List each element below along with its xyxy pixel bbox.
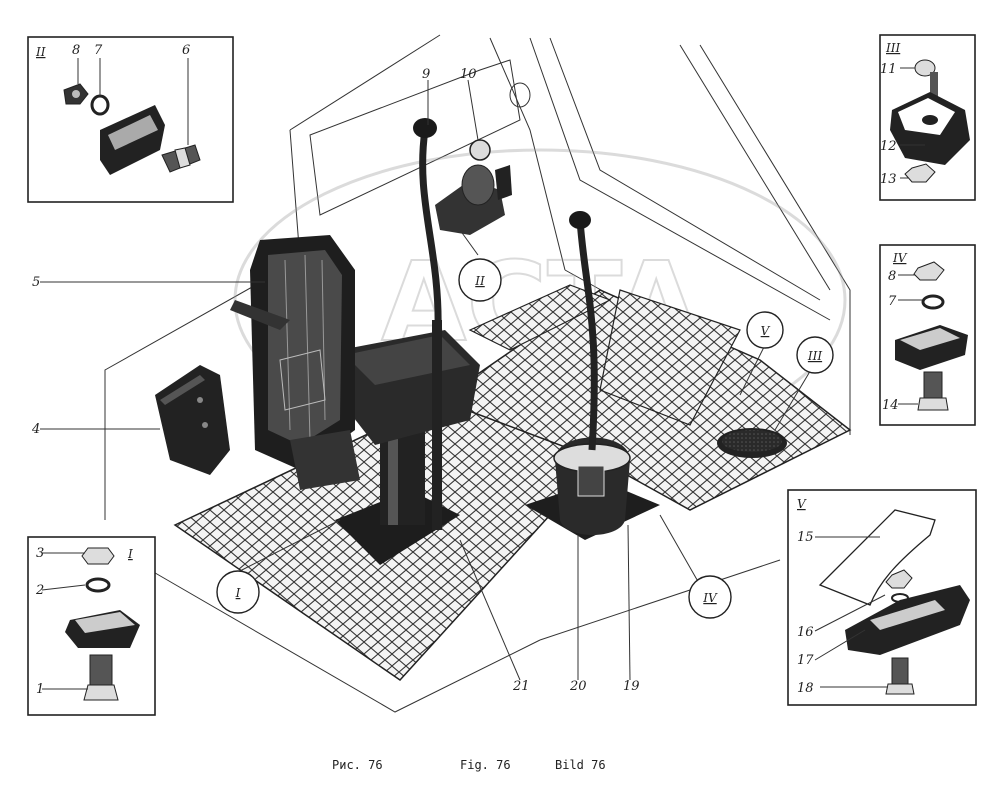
label-9: 9 bbox=[422, 67, 430, 82]
pedal-bracket bbox=[155, 365, 230, 475]
floor-mat-rear bbox=[468, 284, 741, 426]
callout-IV: IV bbox=[688, 575, 732, 619]
inset-V-label-16: 16 bbox=[797, 625, 814, 640]
callout-II: II bbox=[458, 258, 502, 302]
svg-text:IV: IV bbox=[892, 251, 908, 265]
caption-de: Bild 76 bbox=[555, 758, 606, 772]
svg-text:I: I bbox=[127, 547, 133, 561]
inset-V-label-18: 18 bbox=[797, 681, 814, 696]
inset-II-label-7: 7 bbox=[94, 43, 103, 58]
inset-III: III 11 12 13 bbox=[879, 34, 976, 201]
control-unit-10 bbox=[435, 139, 512, 235]
inset-III-label-12: 12 bbox=[880, 139, 897, 154]
inset-V-label-15: 15 bbox=[797, 530, 814, 545]
inset-I-label-1: 1 bbox=[36, 682, 44, 697]
inset-V: V 15 16 17 18 bbox=[787, 489, 977, 706]
label-21: 21 bbox=[512, 679, 530, 694]
inset-IV-label-7: 7 bbox=[888, 294, 897, 309]
inset-IV: IV 8 7 14 bbox=[879, 244, 976, 426]
svg-text:III: III bbox=[807, 349, 822, 363]
inset-IV-label-8: 8 bbox=[888, 269, 896, 284]
cab-outline bbox=[104, 34, 851, 713]
seat-assembly bbox=[230, 235, 480, 565]
svg-text:V: V bbox=[761, 324, 771, 338]
svg-text:I: I bbox=[235, 586, 241, 600]
inset-II-label-6: 6 bbox=[182, 43, 190, 58]
inset-V-label-17: 17 bbox=[797, 653, 814, 668]
label-5: 5 bbox=[32, 275, 40, 290]
svg-text:V: V bbox=[797, 497, 807, 511]
inset-II: II 8 7 6 bbox=[27, 36, 234, 203]
label-20: 20 bbox=[569, 679, 587, 694]
lever-9 bbox=[413, 118, 442, 530]
inset-I: I 3 2 1 bbox=[27, 536, 156, 716]
inset-IV-label-14: 14 bbox=[882, 398, 899, 413]
svg-text:IV: IV bbox=[702, 591, 718, 605]
caption-en: Fig. 76 bbox=[460, 758, 511, 772]
label-4: 4 bbox=[31, 422, 40, 437]
label-19: 19 bbox=[623, 679, 640, 694]
leader-lines bbox=[40, 79, 813, 681]
label-10: 10 bbox=[460, 67, 477, 82]
callout-I: I bbox=[216, 570, 260, 614]
figure-caption: Рис. 76 Fig. 76 Bild 76 bbox=[332, 758, 606, 772]
inset-I-label-2: 2 bbox=[35, 583, 44, 598]
gear-lever-assembly bbox=[525, 211, 660, 540]
svg-text:II: II bbox=[35, 45, 46, 59]
inset-I-label-3: 3 bbox=[36, 546, 44, 561]
callout-III: III bbox=[796, 336, 834, 374]
callout-V: V bbox=[746, 311, 784, 349]
hatch-cover bbox=[717, 428, 787, 458]
inset-III-label-13: 13 bbox=[880, 172, 897, 187]
inset-III-label-11: 11 bbox=[880, 62, 897, 77]
caption-ru: Рис. 76 bbox=[332, 758, 383, 772]
main-labels: 5 4 9 10 21 20 19 bbox=[31, 67, 640, 694]
inset-II-label-8: 8 bbox=[72, 43, 80, 58]
svg-text:III: III bbox=[885, 41, 900, 55]
svg-text:II: II bbox=[474, 274, 485, 288]
